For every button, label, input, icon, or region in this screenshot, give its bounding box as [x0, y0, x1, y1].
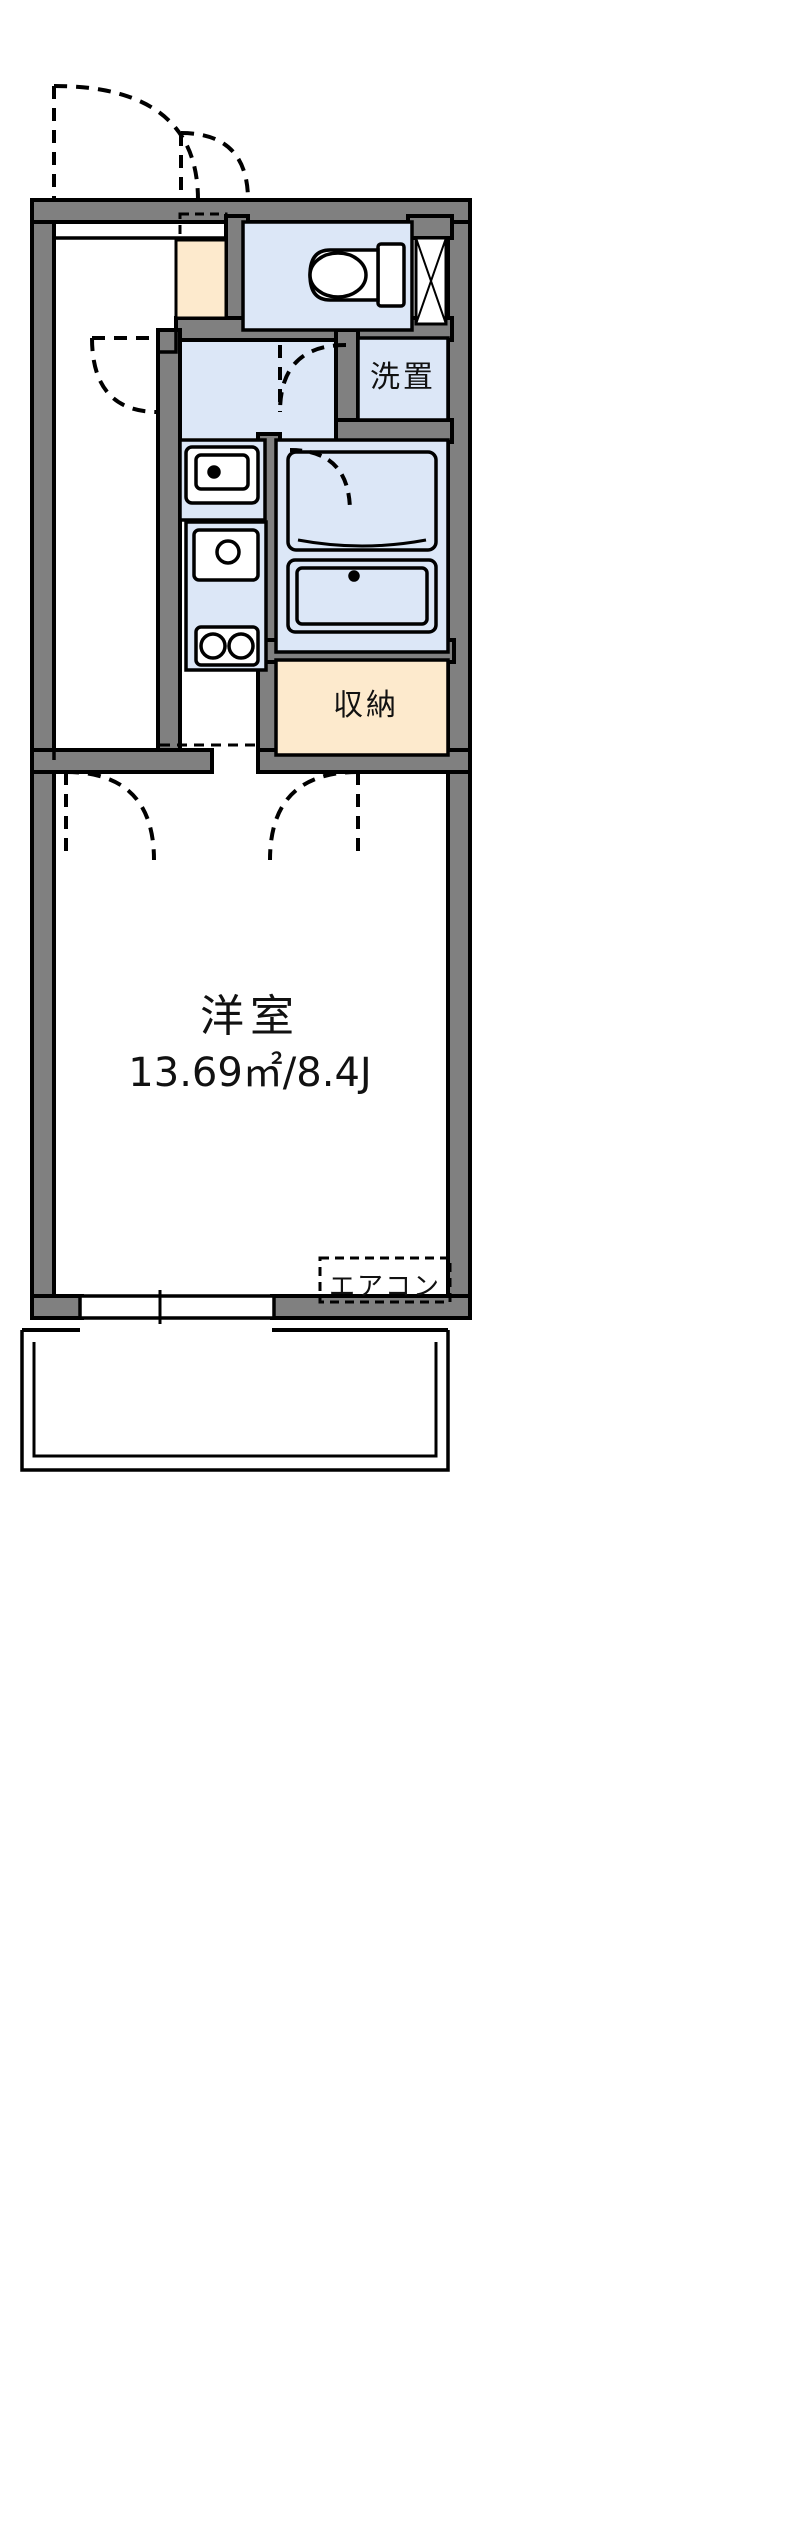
aircon-marker — [318, 1256, 452, 1304]
washing-machine-space — [356, 336, 450, 422]
bath-sink — [178, 438, 267, 522]
room-label-main-name: 洋室 — [200, 991, 300, 1042]
kitchen-counter — [184, 520, 268, 672]
aircon-label: エアコン — [328, 1272, 442, 1302]
room-label-storage: 収納 — [333, 688, 399, 723]
room-label-main-area: 13.69㎡/8.4J — [128, 1050, 372, 1096]
windows — [78, 1290, 276, 1324]
closet-storage — [274, 658, 450, 757]
shoe-cabinet — [174, 238, 228, 320]
entry-door-arc — [53, 84, 200, 201]
toilet-window — [414, 236, 448, 326]
balcony — [20, 1328, 450, 1472]
unit-bath — [274, 438, 450, 654]
entry-sliding-cabinet — [178, 212, 228, 240]
toilet-fixture — [241, 220, 414, 332]
room-label-laundry: 洗置 — [370, 360, 436, 395]
